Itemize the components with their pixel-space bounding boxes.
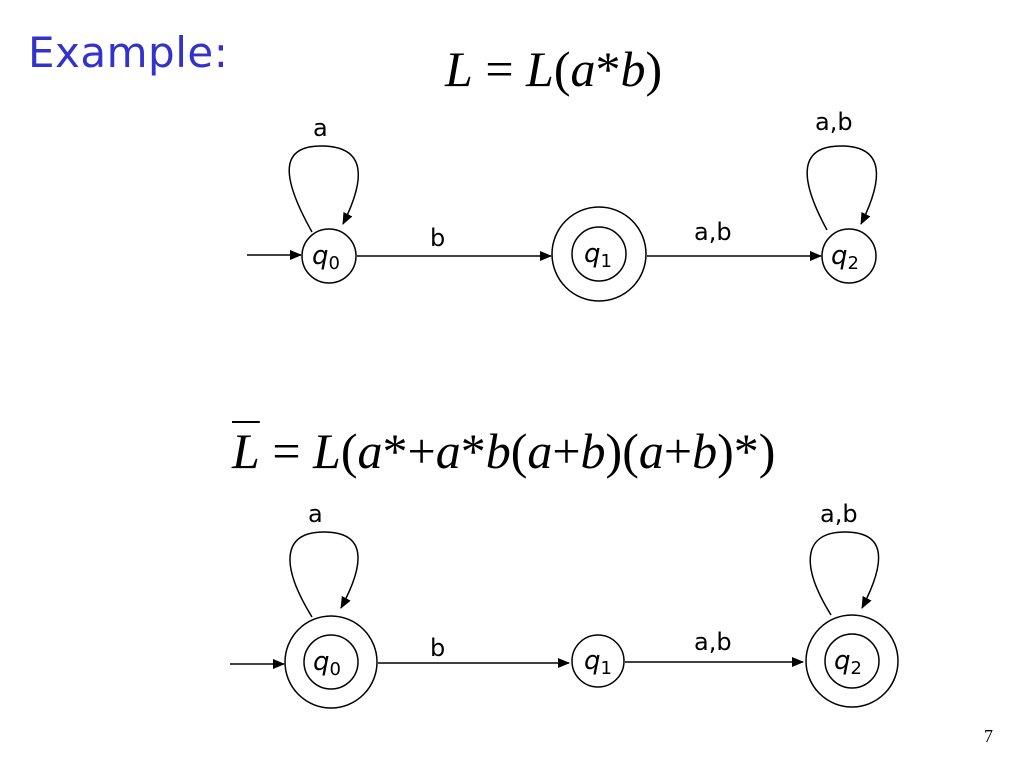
formula-token: * [595,41,621,97]
dfa-top: a q0 b q1 a,b a,b q2 [247,108,878,302]
state-q2 [824,633,880,689]
transition-label: b [430,634,445,662]
formula-token: a [357,423,383,479]
dfa-bottom: a q0 b q1 a,b a,b q2 [230,500,899,709]
state-q0 [301,228,357,284]
state-label-q2: q2 [834,646,862,679]
formula-token: * [382,423,408,479]
formula-token: * [733,423,759,479]
formula-token: a [570,41,596,97]
state-label-q0: q0 [312,241,340,274]
state-q1 [571,634,625,688]
formula-token: ) [645,41,663,97]
transition-label: a [308,500,323,528]
transition-label: a,b [820,500,858,528]
formula-complement: L = L(a*+a*b(a+b)(a+b)*) [232,422,775,480]
self-loop-q0 [289,531,359,618]
state-label-q1: q1 [584,239,612,272]
formula-token: a [527,423,553,479]
formula-token: ) [717,423,734,479]
formula-token: a [638,423,664,479]
state-label-q1: q1 [584,646,612,679]
formula-token: ) [758,423,776,479]
formula-token: L [526,41,554,97]
formula-token: b [620,41,646,97]
page-number: 7 [984,726,993,746]
slide-title: Example: [28,28,229,77]
formula-token: b [580,423,606,479]
formula-token: b [692,423,718,479]
formula-token: ( [510,423,528,479]
formula-rhs: L(a*b) [526,41,662,97]
transition-label: a,b [694,218,732,246]
formula-token: + [407,423,436,479]
formula-token: ( [622,423,639,479]
self-loop-q0 [288,145,360,233]
state-q0 [303,634,359,690]
transition-label: a,b [815,108,853,136]
formula-token: * [460,423,486,479]
formula-token: a [435,423,461,479]
formula-equals: = [485,41,514,97]
formula-lhs: L [445,41,473,97]
state-label-q0: q0 [313,647,341,680]
self-loop-q2 [806,145,878,231]
formula-token: ( [340,423,358,479]
formula-rhs: L(a*+a*b(a+b)(a+b)*) [313,423,775,479]
formula-token: b [485,423,511,479]
state-q1 [571,226,627,282]
formula-token: ) [605,423,623,479]
transition-label: a,b [694,628,732,656]
formula-token: + [552,423,581,479]
formula-language: L = L(a*b) [445,40,662,98]
formula-lhs-complement: L [232,423,260,479]
transition-label: a [313,114,328,142]
state-q2 [821,228,877,284]
formula-equals: = [272,423,301,479]
formula-token: ( [553,41,571,97]
transition-label: b [430,224,445,252]
formula-token: L [313,423,341,479]
state-label-q2: q2 [831,241,859,274]
formula-token: + [663,423,693,479]
self-loop-q2 [809,531,880,616]
